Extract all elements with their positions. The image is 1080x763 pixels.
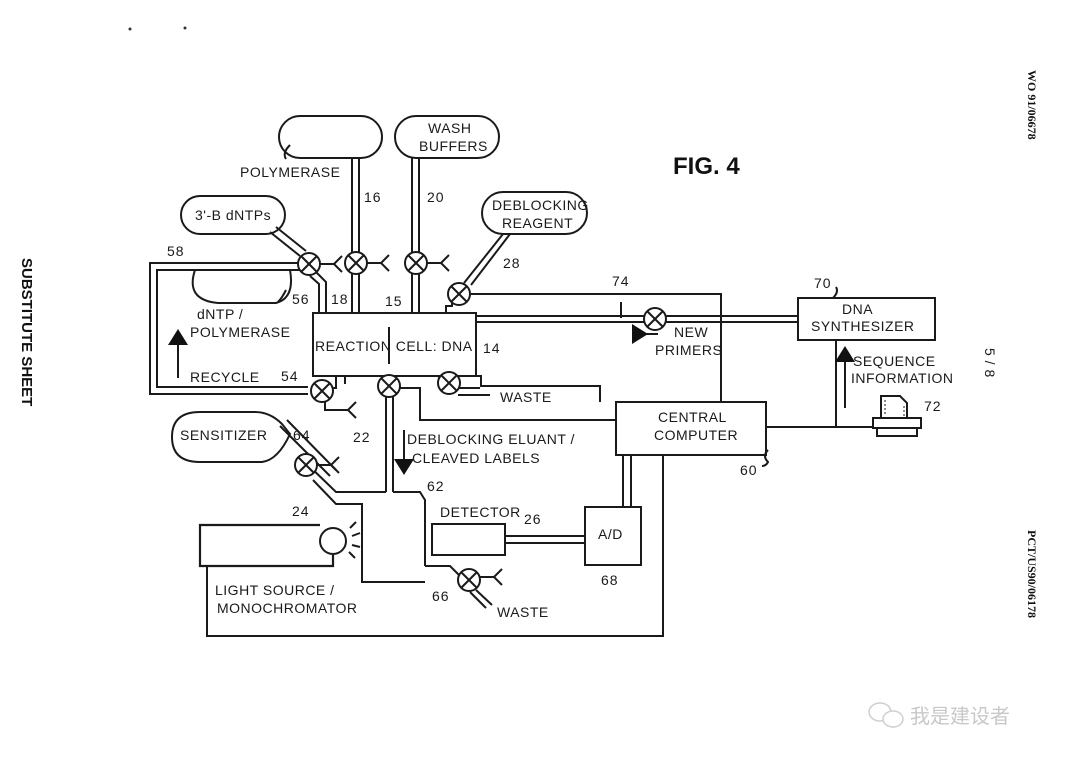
- ref-14: 14: [483, 340, 501, 356]
- page-number: 5 / 8: [982, 348, 998, 378]
- ref-28: 28: [503, 255, 521, 271]
- valve-56[interactable]: [297, 252, 321, 276]
- valve-new-primers[interactable]: [643, 307, 667, 331]
- ref-20: 20: [427, 189, 445, 205]
- valve-64[interactable]: [294, 453, 318, 477]
- ref-24: 24: [292, 503, 310, 519]
- dna-synth-label-1: DNA: [842, 301, 873, 317]
- speck: [183, 26, 187, 30]
- dntp-poly-label-1: dNTP /: [197, 306, 243, 322]
- dntps-label: 3'-B dNTPs: [195, 207, 271, 223]
- valve-wash[interactable]: [404, 251, 428, 275]
- light-label-2: MONOCHROMATOR: [217, 600, 358, 616]
- sensitizer-label: SENSITIZER: [180, 427, 267, 443]
- waste-bottom-label: WASTE: [497, 604, 549, 620]
- new-primers-label-2: PRIMERS: [655, 342, 722, 358]
- sequence-label-1: SEQUENCE: [853, 353, 936, 369]
- deblock-label-2: REAGENT: [502, 215, 573, 231]
- polymerase-reservoir: POLYMERASE: [240, 115, 383, 180]
- ref-66: 66: [432, 588, 450, 604]
- central-label-2: COMPUTER: [654, 427, 738, 443]
- valve-polymerase[interactable]: [344, 251, 368, 275]
- wash-label-2: BUFFERS: [419, 138, 488, 154]
- ref-54: 54: [281, 368, 299, 384]
- valve-actuator: [333, 401, 357, 419]
- dntps-reservoir: 3'-B dNTPs: [180, 195, 286, 235]
- deblocking-reagent-reservoir: DEBLOCKING REAGENT: [481, 191, 589, 235]
- eluant-label-2: CLEAVED LABELS: [412, 450, 540, 466]
- valve-actuator: [479, 568, 503, 586]
- wechat-icon: [868, 702, 904, 728]
- speck: [128, 27, 132, 31]
- ref-72: 72: [924, 398, 942, 414]
- ref-68: 68: [601, 572, 619, 588]
- publication-number: WO 91/06678: [1025, 70, 1039, 140]
- ref-74: 74: [612, 273, 630, 289]
- dntp-poly-label-2: POLYMERASE: [190, 324, 290, 340]
- recycle-label: RECYCLE: [190, 369, 260, 385]
- ref-16: 16: [364, 189, 382, 205]
- sensitizer-reservoir: SENSITIZER: [170, 411, 292, 463]
- valve-22[interactable]: [377, 374, 401, 398]
- polymerase-label: POLYMERASE: [240, 164, 340, 180]
- control-line: [206, 455, 664, 637]
- ref-62: 62: [427, 478, 445, 494]
- ref-15: 15: [385, 293, 403, 309]
- light-source: LIGHT SOURCE / MONOCHROMATOR: [198, 521, 361, 616]
- feed-lines: [269, 158, 511, 313]
- application-number: PCT/US90/06178: [1025, 530, 1039, 618]
- ref-70: 70: [814, 275, 832, 291]
- valve-deblocking[interactable]: [447, 282, 471, 306]
- cell-bottom-lines: [324, 375, 616, 421]
- ref-26: 26: [524, 511, 542, 527]
- valve-54[interactable]: [310, 379, 334, 403]
- reaction-cell: REACTION CELL: DNA: [312, 312, 477, 377]
- ad-converter: A/D: [584, 455, 642, 566]
- figure-title: FIG. 4: [673, 153, 740, 180]
- wash-label-1: WASH: [428, 120, 471, 136]
- ref-58: 58: [167, 243, 185, 259]
- valve-actuator: [366, 254, 390, 272]
- new-primers-label-1: NEW: [674, 324, 708, 340]
- eluant-label-1: DEBLOCKING ELUANT /: [407, 431, 575, 447]
- dna-synthesizer: DNA SYNTHESIZER: [797, 286, 936, 341]
- reaction-cell-label: REACTION CELL: DNA: [315, 338, 473, 354]
- substitute-sheet-stamp: SUBSTITUTE SHEET: [18, 258, 35, 406]
- central-computer: CENTRAL COMPUTER: [615, 401, 770, 467]
- valve-66[interactable]: [457, 568, 481, 592]
- ref-64: 64: [293, 427, 311, 443]
- waste-top-label: WASTE: [500, 389, 552, 405]
- eluant-lines: [279, 397, 461, 583]
- valve-waste[interactable]: [437, 371, 461, 395]
- sequence-label-2: INFORMATION: [851, 370, 953, 386]
- light-label-1: LIGHT SOURCE /: [215, 582, 335, 598]
- ref-60: 60: [740, 462, 758, 478]
- primer-lines: [470, 293, 797, 402]
- wash-buffers-reservoir: WASH BUFFERS: [394, 115, 500, 159]
- ad-label: A/D: [598, 526, 623, 542]
- printer-icon: [872, 395, 922, 437]
- valve-actuator: [426, 254, 450, 272]
- dna-synth-label-2: SYNTHESIZER: [811, 318, 915, 334]
- detector-label: DETECTOR: [440, 504, 521, 520]
- detector: DETECTOR: [431, 504, 585, 556]
- ref-22: 22: [353, 429, 371, 445]
- watermark-text: 我是建设者: [910, 704, 1010, 728]
- central-label-1: CENTRAL: [658, 409, 727, 425]
- ref-18: 18: [331, 291, 349, 307]
- deblock-label-1: DEBLOCKING: [492, 197, 589, 213]
- valve-actuator: [319, 255, 343, 273]
- recycle-loop: dNTP / POLYMERASE RECYCLE: [149, 262, 308, 395]
- valve-actuator: [316, 456, 340, 474]
- ref-56: 56: [292, 291, 310, 307]
